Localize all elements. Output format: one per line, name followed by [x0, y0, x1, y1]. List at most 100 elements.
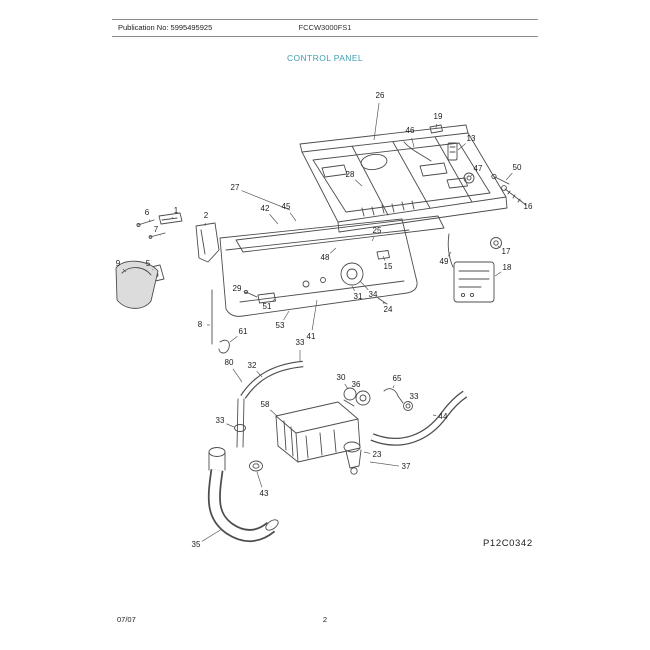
- control-panel-art: [219, 215, 445, 317]
- callout-leader-line: [470, 173, 474, 177]
- part-callout-25: 25: [373, 226, 382, 235]
- callout-leader-line: [226, 423, 235, 428]
- part-callout-29: 29: [233, 284, 242, 293]
- publication-number: Publication No: 5995495925: [118, 23, 213, 32]
- part-callout-33: 33: [216, 416, 225, 425]
- callout-leader-line: [435, 123, 438, 129]
- callout-leader-line: [432, 414, 437, 416]
- part-callout-61: 61: [239, 327, 248, 336]
- part-callout-34: 34: [369, 290, 378, 299]
- top-frame-art: [299, 124, 508, 233]
- callout-leader-line: [494, 271, 502, 277]
- callout-leader-line: [457, 143, 466, 151]
- callout-leader-line: [359, 390, 361, 393]
- part-callout-1: 1: [174, 206, 179, 215]
- callout-leader-line: [271, 298, 276, 303]
- part-callout-48: 48: [321, 253, 330, 262]
- part-callout-51: 51: [263, 302, 272, 311]
- part-callout-47: 47: [474, 164, 483, 173]
- part-callout-37: 37: [402, 462, 411, 471]
- callout-leader-line: [269, 214, 279, 225]
- callout-leader-line: [241, 190, 291, 211]
- part-callout-32: 32: [248, 361, 257, 370]
- part-callout-27: 27: [231, 183, 240, 192]
- model-number: FCCW3000FS1: [298, 23, 352, 32]
- callout-leader-line: [411, 137, 415, 148]
- callout-leader-line: [369, 461, 400, 467]
- callout-leader-line: [351, 285, 355, 292]
- callout-leader-line: [229, 335, 238, 343]
- part-callout-42: 42: [261, 204, 270, 213]
- part-callout-17: 17: [502, 247, 511, 256]
- part-callout-18: 18: [503, 263, 512, 272]
- part-callout-46: 46: [406, 126, 415, 135]
- part-callout-30: 30: [337, 373, 346, 382]
- callout-leader-line: [148, 219, 151, 223]
- part-callout-33: 33: [410, 392, 419, 401]
- callout-leader-line: [363, 451, 371, 454]
- callout-leader-line: [354, 179, 363, 187]
- footer-page-number: 2: [322, 615, 328, 624]
- callout-leader-line: [283, 310, 290, 321]
- callout-leader-line: [256, 370, 263, 378]
- callout-leader-line: [269, 409, 278, 417]
- callout-leader-line: [344, 383, 349, 390]
- hoses-art: [207, 360, 468, 542]
- part-callout-16: 16: [524, 202, 533, 211]
- right-parts-art: [403, 124, 527, 303]
- callout-leader-line: [152, 269, 154, 271]
- part-callout-19: 19: [434, 112, 443, 121]
- part-callout-31: 31: [354, 292, 363, 301]
- part-callout-45: 45: [282, 202, 291, 211]
- callout-leader-line: [311, 299, 318, 331]
- callout-leader-line: [382, 301, 385, 305]
- part-callout-8: 8: [198, 320, 203, 329]
- callout-leader-line: [289, 212, 297, 222]
- part-callout-26: 26: [376, 91, 385, 100]
- part-callout-13: 13: [467, 134, 476, 143]
- footer-date: 07/07: [117, 615, 136, 624]
- part-callout-53: 53: [276, 321, 285, 330]
- part-callout-49: 49: [440, 257, 449, 266]
- callout-leader-line: [497, 245, 501, 249]
- part-callout-9: 9: [116, 259, 121, 268]
- part-callout-36: 36: [352, 380, 361, 389]
- part-callout-7: 7: [154, 225, 159, 234]
- callout-leader-line: [122, 268, 127, 273]
- callout-leader-line: [447, 251, 452, 257]
- section-title: CONTROL PANEL: [286, 53, 364, 63]
- part-callout-28: 28: [346, 170, 355, 179]
- part-callout-44: 44: [439, 412, 448, 421]
- part-callout-58: 58: [261, 400, 270, 409]
- callout-leader-line: [408, 402, 410, 404]
- callout-leader-line: [201, 528, 223, 542]
- callout-leader-line: [519, 199, 523, 203]
- callout-leader-line: [329, 247, 337, 254]
- part-callout-35: 35: [192, 540, 201, 549]
- left-bracket-art: [115, 212, 258, 354]
- part-callout-33: 33: [296, 338, 305, 347]
- callout-leader-line: [256, 471, 263, 488]
- part-callout-6: 6: [145, 208, 150, 217]
- dispenser-art: [275, 387, 413, 475]
- part-callout-41: 41: [307, 332, 316, 341]
- part-callout-65: 65: [393, 374, 402, 383]
- part-callout-50: 50: [513, 163, 522, 172]
- callout-leader-line: [392, 385, 395, 389]
- callout-leader-line: [382, 255, 386, 261]
- callout-leader-line: [243, 291, 248, 294]
- part-callout-23: 23: [373, 450, 382, 459]
- callout-leader-line: [232, 368, 243, 383]
- top-border-rule: [112, 19, 538, 20]
- part-callout-80: 80: [225, 358, 234, 367]
- part-callout-24: 24: [384, 305, 393, 314]
- diagram-code: P12C0342: [483, 538, 533, 549]
- header-divider-rule: [112, 36, 538, 37]
- callout-leader-line: [171, 216, 173, 219]
- callout-leader-line: [505, 172, 513, 181]
- callout-leader-line: [359, 280, 369, 291]
- part-callout-5: 5: [146, 259, 151, 268]
